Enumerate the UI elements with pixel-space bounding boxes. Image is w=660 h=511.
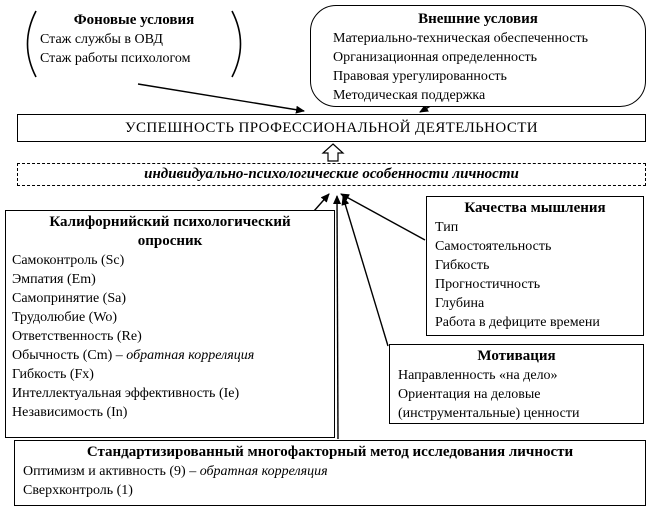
list-item: Организационная определенность (333, 50, 538, 65)
success-banner: УСПЕШНОСТЬ ПРОФЕССИОНАЛЬНОЙ ДЕЯТЕЛЬНОСТИ (17, 114, 646, 142)
list-item: Оптимизм и активность (9) – обратная кор… (23, 464, 328, 479)
success-label: УСПЕШНОСТЬ ПРОФЕССИОНАЛЬНОЙ ДЕЯТЕЛЬНОСТИ (124, 119, 539, 136)
list-item: Ориентация на деловые (инструментальные)… (398, 387, 580, 421)
arrow-smil-to-traits (333, 195, 342, 440)
list-item: Стаж работы психологом (40, 51, 191, 66)
cpi-title: Калифорнийский психологический опросник (49, 214, 291, 249)
list-item: Материально-техническая обеспеченность (333, 31, 589, 46)
list-item: Сверхконтроль (1) (23, 483, 133, 498)
list-item: Самопринятие (Sa) (12, 291, 126, 306)
cpi-box: Калифорнийский психологический опросник … (5, 210, 335, 438)
arrow-motivation-to-traits (341, 196, 389, 347)
list-item: Прогностичность (435, 277, 541, 292)
right-parenthesis-icon (231, 10, 242, 78)
list-item: Стаж службы в ОВД (40, 32, 163, 47)
individual-traits-label: индивидуально-психологические особенност… (144, 166, 519, 182)
smil-box: Стандартизированный многофакторный метод… (14, 440, 646, 506)
list-item: Самоконтроль (Sc) (12, 253, 125, 268)
list-item: Самостоятельность (435, 239, 552, 254)
motivation-box: Мотивация Направленность «на дело» Ориен… (389, 344, 644, 424)
arrow-background-to-success (137, 83, 305, 114)
list-item: Ответственность (Re) (12, 329, 142, 344)
list-item: Глубина (435, 296, 485, 311)
thinking-qualities-box: Качества мышления Тип Самостоятельность … (426, 196, 644, 336)
external-conditions-box: Внешние условия Материально-техническая … (310, 5, 646, 107)
arrow-thinking-to-traits (340, 193, 426, 241)
list-item: Гибкость (435, 258, 490, 273)
list-item: Эмпатия (Em) (12, 272, 96, 287)
list-item: Обычность (Cm) – обратная корреляция (12, 348, 255, 363)
list-item: Тип (435, 220, 459, 235)
smil-title: Стандартизированный многофакторный метод… (86, 444, 574, 460)
block-arrow-up-icon (321, 143, 345, 162)
background-conditions-box: Фоновые условия Стаж службы в ОВД Стаж р… (18, 8, 250, 80)
individual-traits-box: индивидуально-психологические особенност… (17, 163, 646, 186)
list-item: Гибкость (Fx) (12, 367, 94, 382)
list-item: Направленность «на дело» (398, 368, 558, 383)
thinking-qualities-title: Качества мышления (464, 200, 606, 216)
arrow-cpi-to-traits (313, 193, 330, 212)
external-conditions-title: Внешние условия (418, 11, 538, 27)
list-item: Независимость (In) (12, 405, 128, 420)
left-parenthesis-icon (26, 10, 37, 78)
background-conditions-title: Фоновые условия (73, 12, 195, 28)
list-item: Методическая поддержка (333, 88, 486, 103)
list-item: Трудолюбие (Wo) (12, 310, 118, 325)
list-item: Интеллектуальная эффективность (Ie) (12, 386, 240, 401)
list-item: Правовая урегулированность (333, 69, 507, 84)
motivation-title: Мотивация (477, 348, 556, 364)
list-item: Работа в дефиците времени (435, 315, 600, 330)
